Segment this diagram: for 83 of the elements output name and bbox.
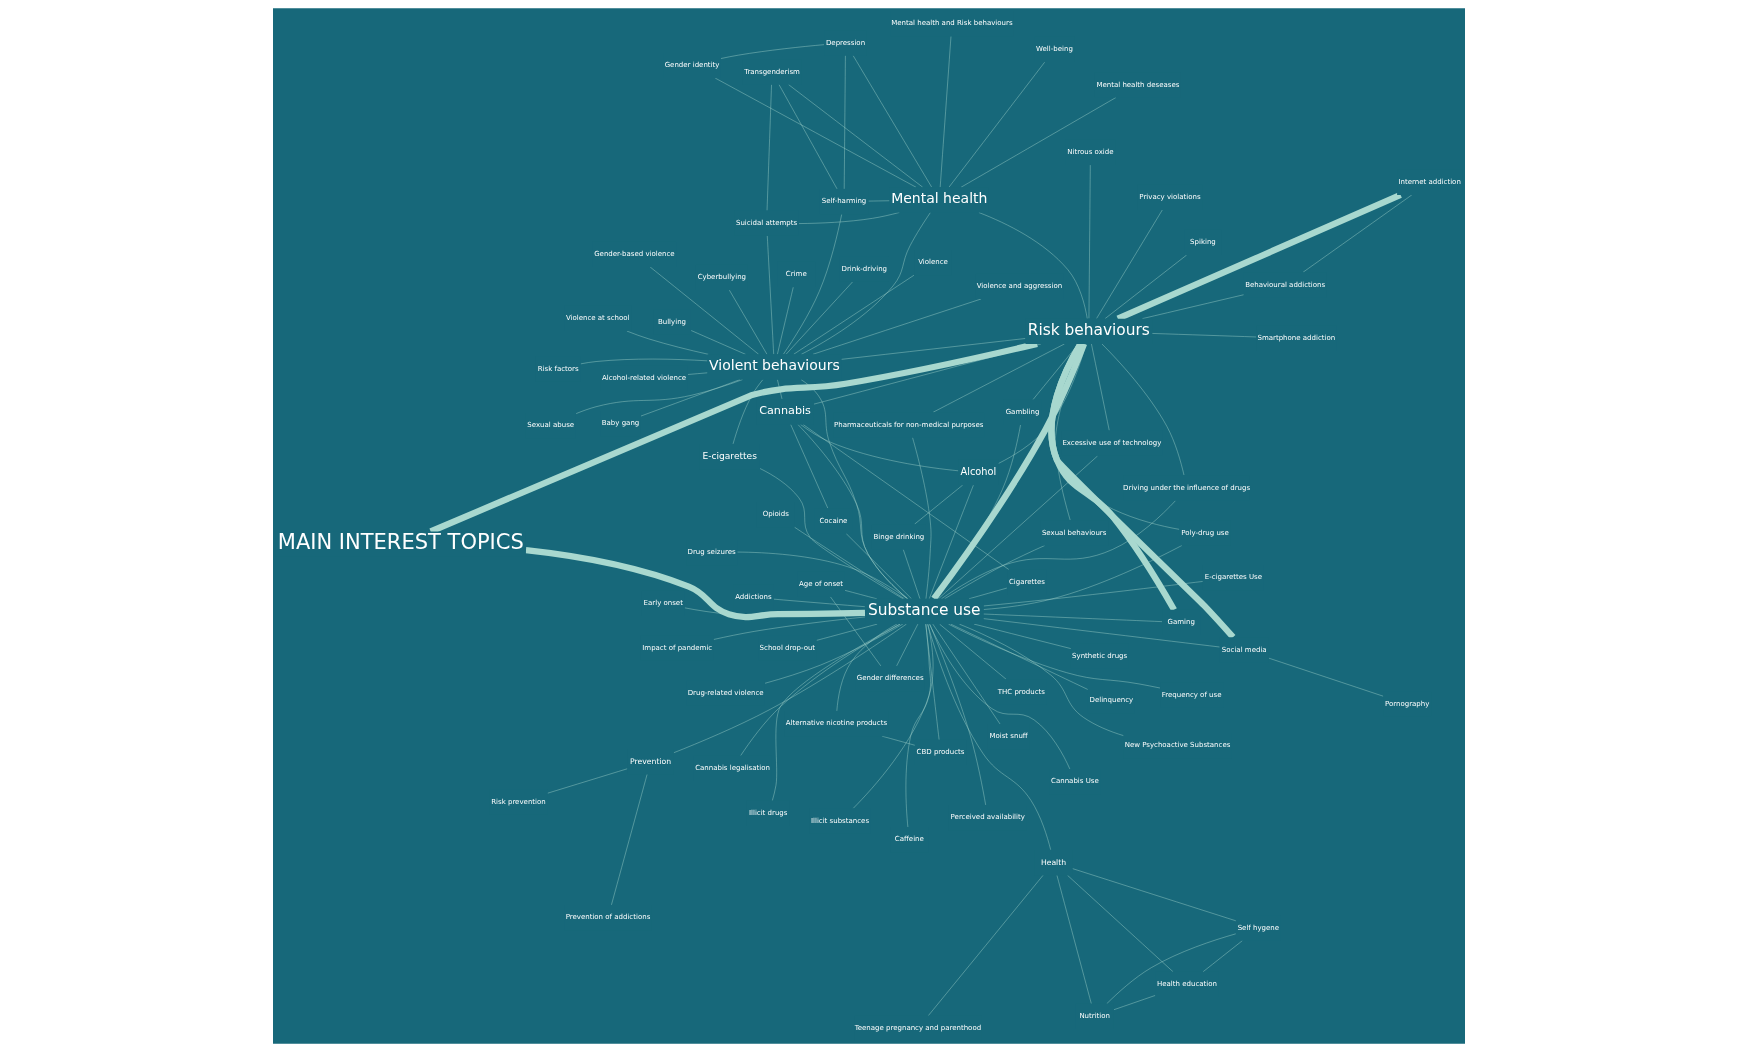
connector — [1066, 875, 1173, 973]
connector — [673, 623, 907, 753]
connector — [1088, 164, 1090, 319]
connector — [925, 624, 939, 740]
connector — [793, 527, 905, 599]
connector — [732, 379, 763, 445]
connector — [911, 437, 931, 600]
connector — [580, 358, 708, 365]
connector — [1302, 194, 1412, 273]
connector — [690, 330, 746, 355]
connector — [902, 549, 920, 599]
connector — [771, 623, 900, 801]
connector — [1056, 875, 1092, 1004]
connector — [766, 235, 774, 355]
connector — [905, 623, 931, 828]
connector — [929, 624, 986, 806]
connector — [982, 613, 1162, 622]
connector — [829, 596, 881, 667]
connector — [927, 624, 1051, 850]
connector — [932, 623, 1000, 725]
connector — [525, 547, 865, 621]
connector — [797, 424, 908, 599]
connector — [799, 424, 958, 471]
connector — [1113, 995, 1155, 1010]
connector — [759, 468, 903, 600]
connector — [982, 581, 1203, 607]
connector — [687, 372, 708, 375]
connector — [913, 484, 963, 525]
connector — [785, 281, 853, 355]
node-text: MAIN INTEREST TOPICS — [277, 530, 524, 555]
connector — [852, 55, 932, 188]
node-text: Mental health — [890, 190, 987, 207]
connector — [728, 289, 767, 355]
connector — [1106, 933, 1236, 1004]
connector — [764, 623, 903, 684]
connector — [787, 84, 923, 188]
connector — [1101, 343, 1184, 476]
connector — [932, 343, 1065, 413]
connector — [610, 774, 647, 906]
connector — [840, 338, 1026, 360]
connector — [776, 379, 782, 400]
connector — [927, 875, 1043, 1016]
connector — [836, 623, 897, 712]
connector — [800, 212, 931, 355]
connector — [940, 500, 1176, 600]
node-text: E-cigarettes — [701, 451, 757, 462]
node-text: Alcohol — [959, 466, 996, 478]
connector — [778, 84, 837, 190]
connector — [782, 214, 842, 355]
connector — [843, 55, 846, 190]
connector — [793, 275, 914, 355]
connector — [712, 616, 865, 640]
connector — [776, 287, 793, 355]
connector — [1104, 254, 1187, 319]
connector — [845, 533, 912, 599]
connector — [640, 379, 740, 417]
connector — [766, 84, 772, 211]
connector — [939, 36, 951, 188]
connector — [928, 624, 1070, 770]
connector — [1202, 940, 1243, 973]
connector — [937, 455, 1098, 600]
connector — [1151, 333, 1256, 338]
connector — [1095, 209, 1163, 319]
connector — [546, 768, 627, 794]
connector — [813, 343, 1041, 405]
connector — [948, 62, 1045, 188]
connector — [928, 485, 974, 599]
connector — [773, 598, 865, 607]
connector — [982, 618, 1220, 648]
connector — [720, 44, 824, 59]
connector — [736, 551, 908, 600]
node-text: Violent behaviours — [708, 357, 840, 374]
connector — [575, 379, 743, 414]
node-box: Risk behaviours — [1024, 318, 1152, 344]
connector — [938, 624, 1006, 680]
connector — [982, 545, 1182, 610]
connector — [802, 424, 1009, 570]
connector — [895, 623, 918, 667]
connector — [790, 424, 828, 509]
connector — [739, 623, 900, 756]
connector — [1071, 868, 1236, 921]
node-text: Cannabis — [758, 404, 811, 418]
connector — [1090, 343, 1109, 431]
